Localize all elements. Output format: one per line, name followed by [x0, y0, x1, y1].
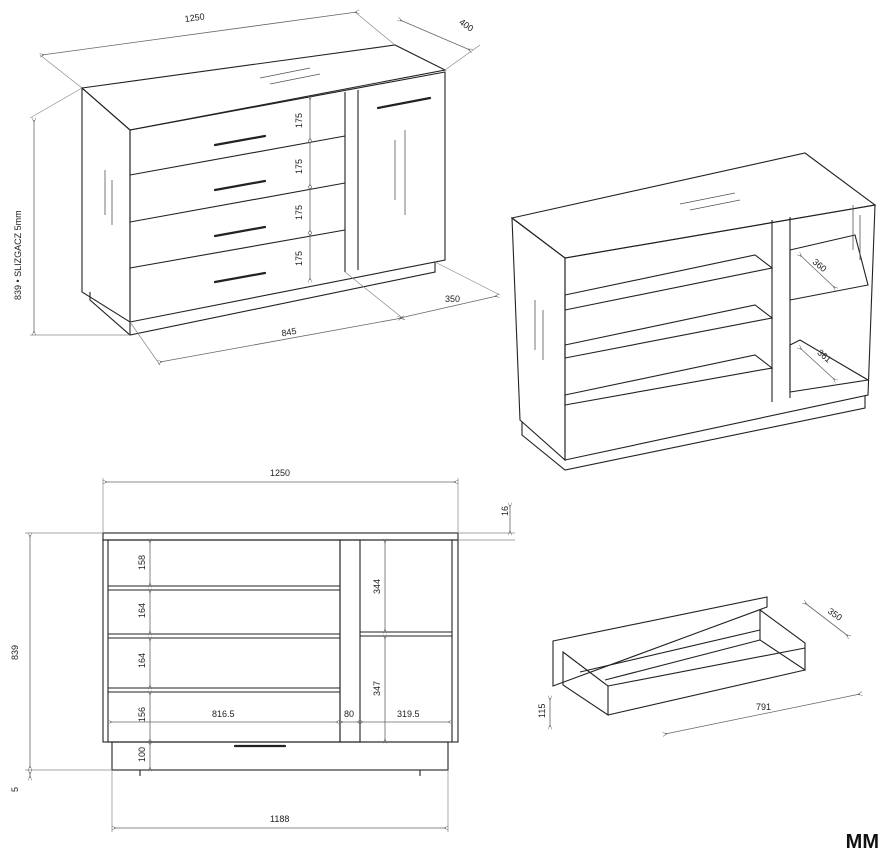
- dim-drawer-depth: 350: [826, 606, 844, 623]
- dim-drawer-3: 175: [294, 205, 304, 220]
- dim-compartment-3: 164: [137, 653, 147, 668]
- dim-width: 1250: [184, 11, 205, 24]
- dim-front-width: 1250: [270, 468, 290, 478]
- dim-drawer-height: 115: [537, 704, 547, 718]
- dim-base-width: 1188: [270, 814, 289, 824]
- dim-top-thickness: 16: [500, 506, 510, 516]
- iso-closed-view: 1250 400 839 • SLIZGACZ 5mm 175 175 175 …: [13, 11, 501, 366]
- dim-drawer-1: 175: [294, 113, 304, 128]
- drawer-view: 350 115 791: [537, 596, 860, 734]
- units-label: MM: [845, 831, 879, 853]
- dim-compartment-4: 156: [137, 707, 147, 722]
- dim-height: 839 • SLIZGACZ 5mm: [13, 210, 23, 300]
- dim-compartment-1: 158: [137, 555, 147, 570]
- dim-divider: 80: [344, 709, 354, 719]
- dim-plinth: 100: [137, 747, 147, 762]
- dim-depth: 400: [457, 17, 475, 34]
- dim-shelf-depth-bottom: 361: [815, 347, 833, 364]
- dim-right-bottom: 347: [372, 681, 382, 696]
- dim-drawer-length: 791: [756, 702, 771, 712]
- dim-drawer-4: 175: [294, 251, 304, 266]
- front-elevation: 1250 16 839 5 158 164 164 156 100 344 34…: [10, 468, 515, 832]
- dim-glide: 5: [10, 787, 20, 792]
- dim-front-height: 839: [10, 645, 20, 660]
- dim-inner-width: 845: [281, 326, 298, 338]
- dim-right-width: 319.5: [397, 709, 420, 719]
- iso-open-view: 360 361: [510, 152, 877, 471]
- dim-left-width: 816.5: [212, 709, 235, 719]
- dim-shelf-depth-top: 360: [811, 257, 829, 274]
- dim-compartment-2: 164: [137, 603, 147, 618]
- dim-drawer-2: 175: [294, 159, 304, 174]
- dim-right-top: 344: [372, 579, 382, 594]
- dim-inner-depth: 350: [445, 294, 460, 304]
